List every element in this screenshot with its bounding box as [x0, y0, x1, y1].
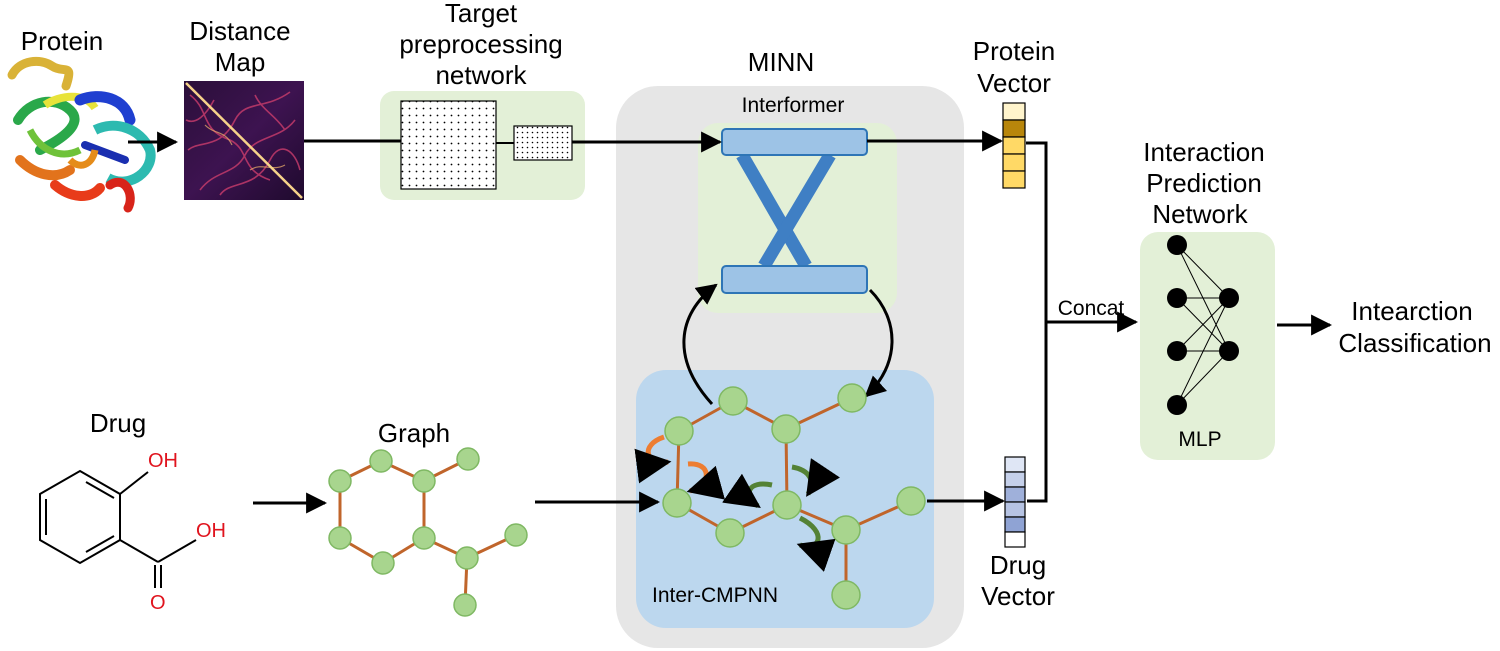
protein-vector-label-line2: Vector — [977, 68, 1051, 98]
target-label-line2: preprocessing — [399, 29, 562, 59]
concat-label: Concat — [1058, 297, 1125, 320]
drug-graph — [328, 447, 528, 617]
minn-label: MINN — [748, 47, 814, 77]
interformer-bottom-bar — [721, 265, 868, 294]
message-passing-arrows — [634, 434, 841, 572]
protein-vector-label-line1: Protein — [973, 36, 1055, 66]
protein-vector-cell — [1002, 102, 1026, 121]
graph-label: Graph — [378, 418, 450, 448]
mlp-network — [1167, 235, 1239, 415]
distance-map-label-line1: Distance — [189, 16, 290, 46]
output-label-line2: Classification — [1338, 328, 1491, 358]
concat-bracket — [1026, 141, 1048, 503]
feature-grid-large — [400, 100, 497, 190]
protein-label: Protein — [21, 26, 103, 56]
drug-vector-cell — [1004, 501, 1026, 518]
ipn-label-line3: Network — [1152, 199, 1248, 229]
target-label-line3: network — [435, 60, 527, 90]
distance-map-label-line2: Map — [215, 47, 266, 77]
drug-vector-cell — [1004, 471, 1026, 488]
ipn-label-line2: Prediction — [1146, 168, 1262, 198]
protein-vector-cell — [1002, 153, 1026, 172]
interformer-label: Interformer — [742, 94, 845, 117]
arrow-interformer-to-cmpnn — [864, 288, 894, 398]
drug-vector-label-line2: Vector — [981, 581, 1055, 611]
target-label-line1: Target — [445, 0, 518, 28]
output-label-line1: Intearction — [1351, 296, 1472, 326]
drug-vector-cell — [1004, 516, 1026, 533]
mlp-label: MLP — [1178, 428, 1221, 451]
chem-oh-top: OH — [148, 450, 178, 472]
mlp-panel — [1140, 232, 1275, 460]
interformer-top-bar — [721, 128, 868, 156]
salicylic-acid-structure — [39, 469, 197, 588]
cmpnn-graph — [662, 383, 926, 610]
protein-vector-cell — [1002, 136, 1026, 155]
distance-map-heatmap — [184, 81, 304, 200]
feature-grid-small — [513, 125, 573, 161]
chem-oh-right: OH — [196, 520, 226, 542]
chem-o-bottom: O — [150, 592, 166, 614]
drug-vector-cell — [1004, 531, 1026, 548]
drug-vector-cell — [1004, 456, 1026, 473]
cross-bar-a — [736, 151, 812, 270]
drug-vector-cell — [1004, 486, 1026, 503]
protein-vector-cell — [1002, 170, 1026, 189]
drug-label: Drug — [90, 408, 146, 438]
protein-structure-image — [7, 56, 156, 213]
protein-vector-cell — [1002, 119, 1026, 138]
ipn-label-line1: Interaction — [1143, 137, 1264, 167]
protein-vector — [1002, 102, 1026, 189]
drug-vector — [1004, 456, 1026, 548]
arrow-cmpnn-to-interformer — [682, 283, 718, 406]
inter-cmpnn-label: Inter-CMPNN — [652, 584, 778, 607]
cross-bar-b — [758, 151, 836, 270]
drug-vector-label-line1: Drug — [990, 550, 1046, 580]
